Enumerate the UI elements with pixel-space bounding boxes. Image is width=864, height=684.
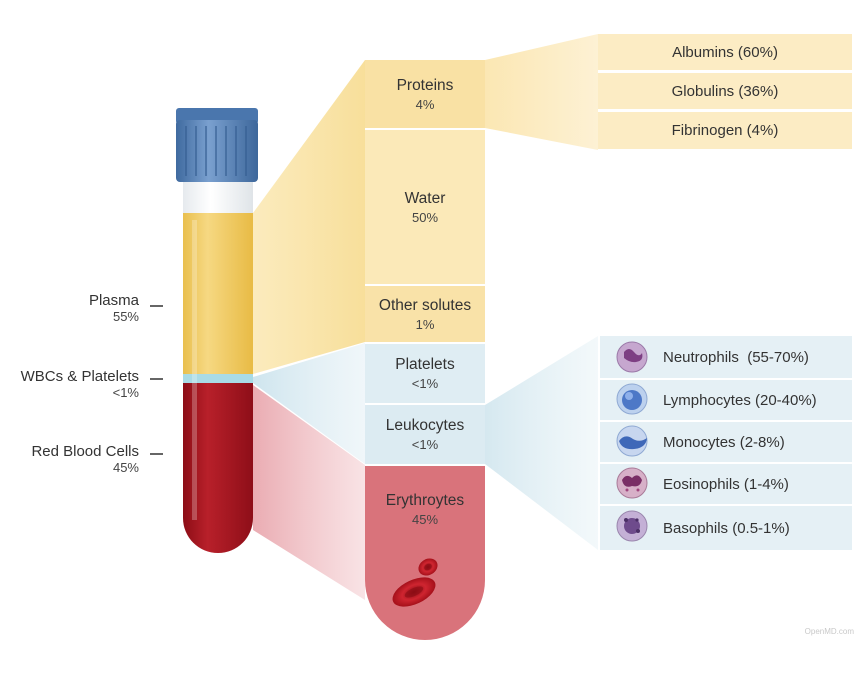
neutrophils-row: Neutrophils (55-70%) <box>663 336 809 378</box>
water-value: 50% <box>411 209 439 225</box>
platelets-value: <1% <box>411 376 439 391</box>
wbc-platelets-value: <1% <box>112 385 139 400</box>
leukocytes-name: Leukocytes <box>385 417 465 434</box>
neutrophils-label: Neutrophils (55-70%) <box>663 348 809 366</box>
other-solutes-value: 1% <box>415 316 435 332</box>
neutrophil-icon <box>616 341 648 373</box>
other-solutes-name: Other solutes <box>378 296 472 314</box>
proteins-value: 4% <box>415 96 435 112</box>
fibrinogen-label: Fibrinogen (4%) <box>671 122 779 139</box>
tube-plasma-layer <box>183 213 253 375</box>
basophil-icon <box>616 510 648 542</box>
albumins-row: Albumins (60%) <box>598 34 852 70</box>
proteins-name: Proteins <box>396 76 454 94</box>
plasma-fan <box>253 60 365 374</box>
proteins-block <box>365 60 485 128</box>
platelets-name: Platelets <box>395 356 455 373</box>
platelets-block <box>365 344 485 403</box>
proteins-fan <box>485 34 598 150</box>
monocytes-row: Monocytes (2-8%) <box>663 422 785 462</box>
globulins-row: Globulins (36%) <box>598 73 852 109</box>
eosinophil-icon <box>616 467 648 499</box>
leukocytes-block <box>365 405 485 464</box>
other-solutes-segment: Other solutes 1% <box>365 286 485 342</box>
monocyte-icon <box>616 425 648 457</box>
red-blood-cells-name: Red Blood Cells <box>31 443 139 460</box>
water-block <box>365 130 485 284</box>
other-solutes-block <box>365 286 485 342</box>
erythrocytes-segment: Erythroytes 45% <box>365 492 485 536</box>
albumins-label: Albumins (60%) <box>672 43 778 61</box>
leukocytes-fan <box>485 336 598 550</box>
fibrinogen-row-bg <box>598 112 852 149</box>
plasma-label: Plasma 55% <box>89 292 139 324</box>
lymphocyte-icon <box>616 383 648 415</box>
water-name: Water <box>404 189 446 207</box>
albumins-row-bg <box>598 34 852 70</box>
leukocytes-value: <1% <box>411 437 439 452</box>
eosinophils-label: Eosinophils (1-4%) <box>663 475 789 493</box>
basophils-row: Basophils (0.5-1%) <box>663 506 790 550</box>
tube-highlight <box>192 220 197 520</box>
fibrinogen-row: Fibrinogen (4%) <box>598 112 852 149</box>
wbc-platelets-label: WBCs & Platelets <1% <box>21 368 139 400</box>
red-blood-cells-value: 45% <box>112 460 139 475</box>
tube-glass <box>183 176 253 216</box>
erythrocytes-name: Erythroytes <box>385 492 465 509</box>
water-segment: Water 50% <box>365 130 485 284</box>
leukocytes-segment: Leukocytes <1% <box>365 405 485 464</box>
globulins-row-bg <box>598 73 852 109</box>
red-cells-fan <box>253 385 365 600</box>
red-blood-cells-label: Red Blood Cells 45% <box>31 443 139 475</box>
plasma-value: 55% <box>112 309 139 324</box>
lymphocytes-label: Lymphocytes (20-40%) <box>663 391 817 409</box>
basophils-label: Basophils (0.5-1%) <box>663 519 790 537</box>
proteins-segment: Proteins 4% <box>365 60 485 128</box>
wbc-platelets-name: WBCs & Platelets <box>20 368 139 385</box>
lymphocytes-row: Lymphocytes (20-40%) <box>663 380 817 420</box>
plasma-name: Plasma <box>88 292 139 309</box>
monocytes-label: Monocytes (2-8%) <box>663 433 785 451</box>
red-blood-cells-icon <box>392 558 438 607</box>
erythrocytes-value: 45% <box>411 512 439 527</box>
tube-red-cells-layer <box>183 383 253 553</box>
globulins-label: Globulins (36%) <box>671 82 779 100</box>
buffy-coat-fan <box>253 343 365 464</box>
credit-watermark: OpenMD.com <box>804 627 854 636</box>
platelets-segment: Platelets <1% <box>365 344 485 403</box>
eosinophils-row: Eosinophils (1-4%) <box>663 464 789 504</box>
tube-buffy-coat-layer <box>183 374 253 383</box>
